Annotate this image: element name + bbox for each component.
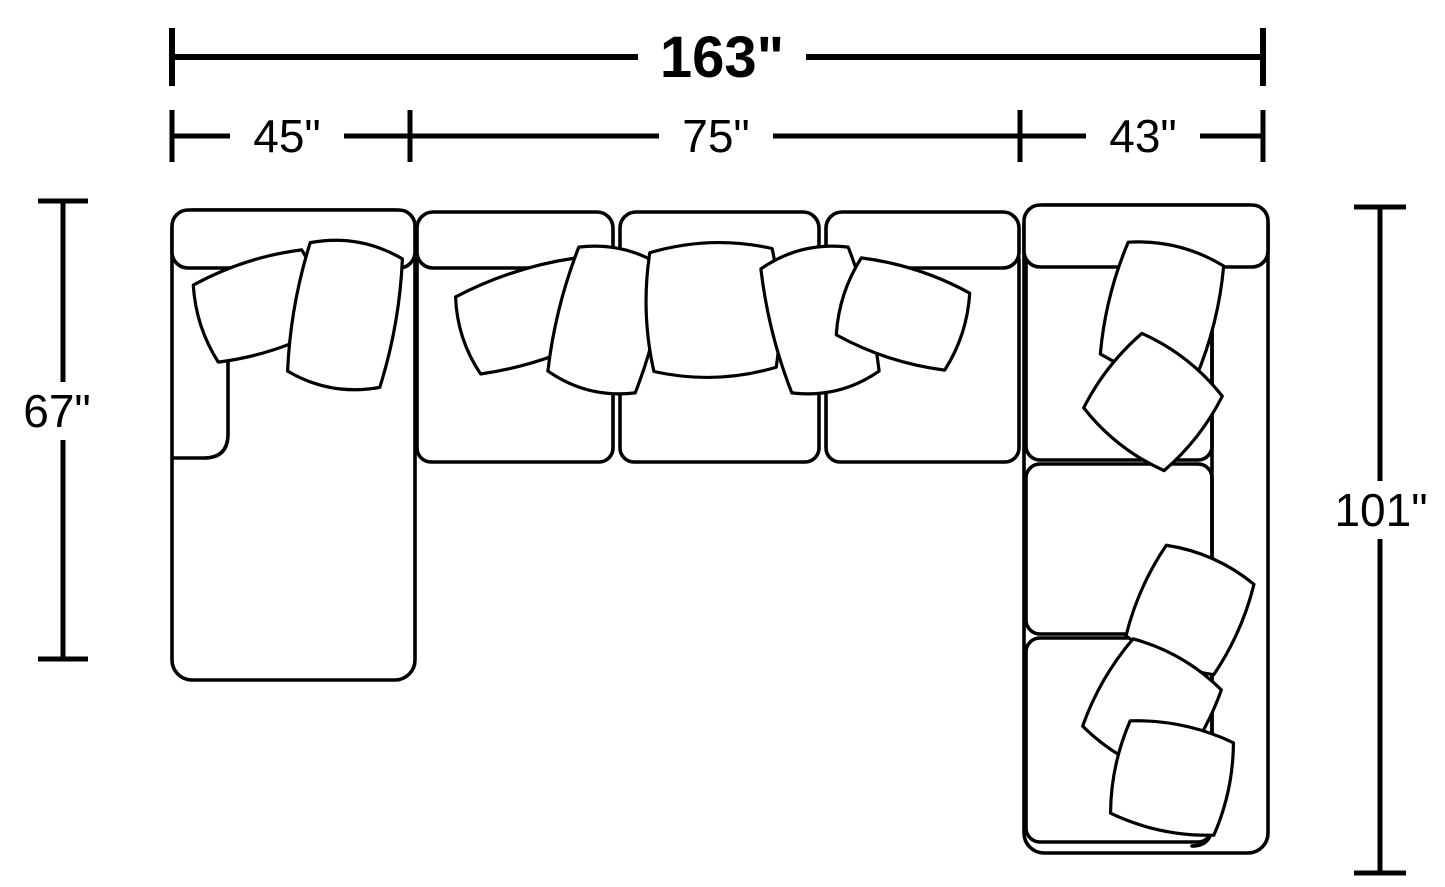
dimension-left-depth: 67" xyxy=(10,198,106,662)
dimension-label-left-depth: 67" xyxy=(23,385,91,437)
middle-back-cushion-3 xyxy=(824,210,1021,270)
sofa-plan xyxy=(170,203,1270,855)
dimension-right-depth: 101" xyxy=(1322,204,1440,876)
dimension-section-widths: 45" 75" 43" xyxy=(169,106,1266,166)
dimension-label-right-depth: 101" xyxy=(1334,484,1427,536)
label-bg-right-width xyxy=(1086,106,1200,166)
dimension-label-total-width: 163" xyxy=(660,25,784,90)
dimension-label-right-width: 43" xyxy=(1109,110,1177,162)
dimension-label-chaise-width: 45" xyxy=(253,110,321,162)
pillow-middle-center-icon xyxy=(644,240,782,379)
label-bg-chaise-width xyxy=(230,106,344,166)
label-bg-middle-width xyxy=(659,106,773,166)
dimension-label-middle-width: 75" xyxy=(682,110,750,162)
label-bg-right-depth xyxy=(1322,481,1440,539)
dimension-total-width: 163" xyxy=(169,18,1266,94)
middle-back-cushion-1 xyxy=(415,210,615,270)
chaise-arm-seam xyxy=(172,264,230,460)
label-bg-left-depth xyxy=(10,382,106,440)
label-bg-total-width xyxy=(638,18,806,94)
